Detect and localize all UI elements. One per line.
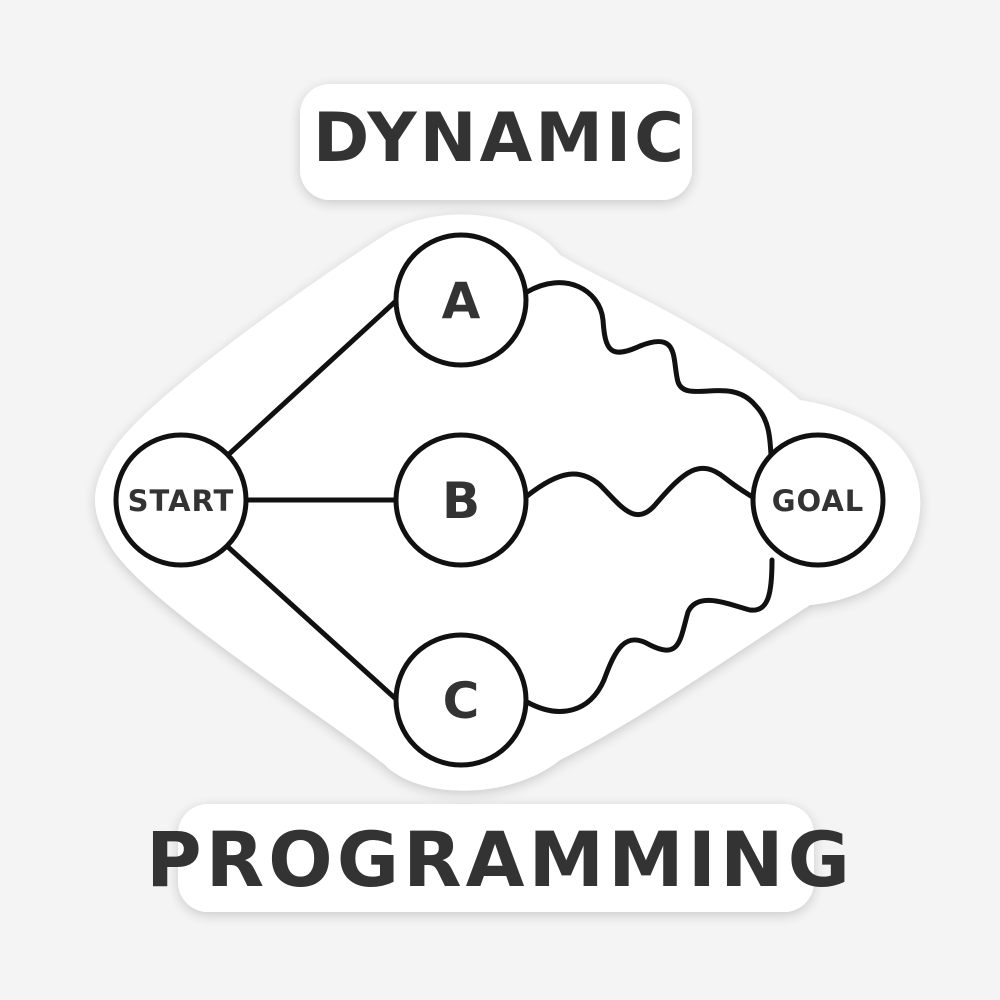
node-start-label: START bbox=[128, 484, 235, 518]
node-c: C bbox=[393, 632, 529, 768]
path-a-goal bbox=[524, 280, 774, 458]
title-programming: PROGRAMMING bbox=[145, 815, 855, 904]
edges bbox=[225, 280, 775, 714]
node-start: START bbox=[113, 432, 249, 568]
edge-start-c bbox=[225, 544, 400, 703]
edge-start-a bbox=[225, 297, 400, 458]
node-b: B bbox=[393, 432, 529, 568]
node-goal: GOAL bbox=[750, 432, 886, 568]
node-c-label: C bbox=[443, 672, 480, 730]
node-b-label: B bbox=[442, 472, 480, 530]
title-dynamic: DYNAMIC bbox=[312, 99, 688, 178]
node-goal-label: GOAL bbox=[772, 484, 865, 518]
path-c-goal bbox=[524, 557, 775, 714]
node-a: A bbox=[393, 232, 529, 368]
path-b-goal bbox=[524, 465, 760, 518]
node-a-label: A bbox=[442, 272, 481, 330]
